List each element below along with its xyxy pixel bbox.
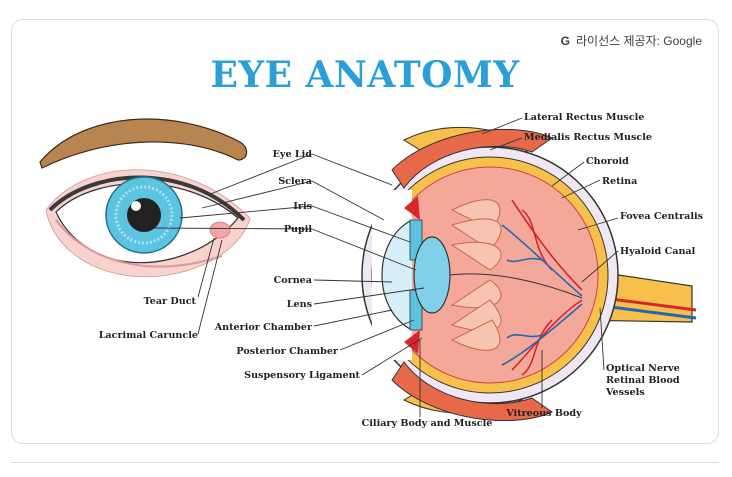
label-ciliary-body: Ciliary Body and Muscle [362, 418, 493, 429]
google-g-icon: G [560, 33, 571, 48]
license-text: 라이선스 제공자: Google [576, 34, 702, 48]
label-lateral-rectus: Lateral Rectus Muscle [524, 112, 644, 123]
label-optical-nerve: Optical Nerve [606, 363, 680, 374]
hyaloid-canal [449, 273, 583, 299]
label-lens: Lens [287, 299, 312, 310]
label-posterior-chamber: Posterior Chamber [236, 346, 339, 357]
label-fovea: Fovea Centralis [620, 211, 703, 222]
bottom-divider [11, 462, 719, 463]
label-cornea: Cornea [274, 275, 312, 286]
ciliary-body [450, 199, 502, 351]
leader-lines [153, 117, 619, 417]
label-tear-duct: Tear Duct [144, 296, 197, 307]
lateral-rectus-muscle [391, 128, 554, 189]
label-lacrimal-caruncle: Lacrimal Caruncle [99, 330, 198, 341]
tear-duct-shape [209, 221, 231, 239]
lower-eyelid [55, 219, 223, 268]
eye-anatomy-diagram: Eye Lid Sclera Iris Pupil Tear Duct Lacr… [39, 112, 703, 429]
label-pupil: Pupil [284, 224, 313, 235]
label-iris: Iris [293, 201, 312, 212]
eyebrow [39, 118, 248, 169]
label-suspensory-ligament: Suspensory Ligament [244, 370, 360, 381]
label-vessels: Vessels [605, 387, 645, 398]
retinal-vessels [501, 199, 583, 376]
label-eye-lid: Eye Lid [273, 149, 313, 160]
label-sclera: Sclera [278, 176, 312, 187]
cornea [381, 219, 413, 331]
label-medialis-rectus: Medialis Rectus Muscle [524, 132, 652, 143]
label-retina: Retina [602, 176, 637, 187]
label-vitreous: Vitreous Body [505, 408, 582, 419]
label-choroid: Choroid [586, 156, 629, 167]
eye-cross-section [361, 126, 697, 422]
label-anterior-chamber: Anterior Chamber [214, 322, 313, 333]
image-card: G 라이선스 제공자: Google EYE ANATOMY [11, 19, 719, 444]
label-hyaloid: Hyaloid Canal [620, 246, 696, 257]
diagram-title: EYE ANATOMY [210, 54, 520, 96]
license-attribution[interactable]: G 라이선스 제공자: Google [561, 32, 702, 49]
lens [413, 236, 451, 314]
label-retinal-blood: Retinal Blood [606, 375, 680, 386]
